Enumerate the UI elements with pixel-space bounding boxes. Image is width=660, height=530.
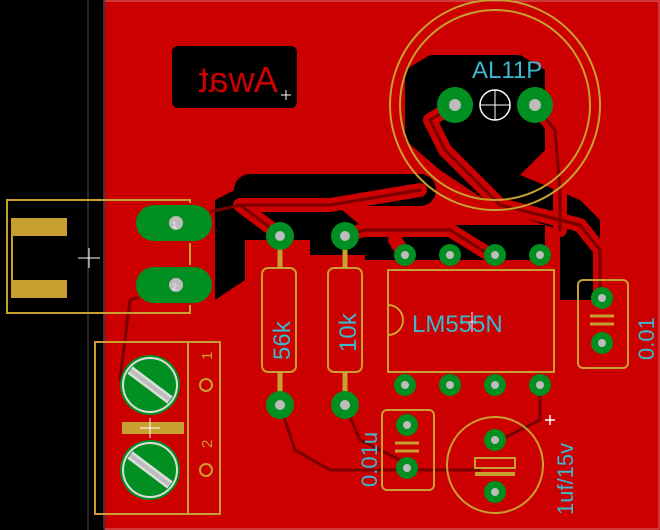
connector-pad-1[interactable]: 1 — [134, 203, 214, 243]
power-connector[interactable]: 1 2 — [6, 199, 214, 314]
crosshair-icon — [281, 90, 291, 100]
capacitor-value: 0.01 — [634, 317, 659, 360]
screw-icon[interactable] — [120, 355, 180, 415]
mirrored-board-text: Awat — [199, 59, 278, 100]
capacitor-0-01[interactable]: 0.01 — [577, 279, 659, 369]
capacitor-value: 0.01u — [357, 432, 382, 487]
crosshair-icon — [462, 312, 482, 332]
terminal-pin-label: 1 — [199, 352, 216, 360]
capacitor-0-01u[interactable]: 0.01u — [357, 409, 435, 491]
board-label-box: Awat — [172, 46, 297, 108]
connector-pin-label: 2 — [172, 282, 177, 292]
resistor-value: 56k — [269, 320, 296, 360]
terminal-pin-label: 2 — [199, 440, 216, 448]
connector-pad-2[interactable]: 2 — [134, 265, 214, 305]
capacitor-electrolytic[interactable]: 1uf/15v — [446, 415, 578, 515]
crosshair-icon — [78, 248, 100, 268]
resistor-10k[interactable]: 10k — [327, 222, 363, 419]
terminal-pin-marker — [199, 463, 213, 477]
capacitor-value: 1uf/15v — [553, 443, 578, 515]
ic-label: LM555N — [412, 311, 503, 338]
crosshair-icon — [140, 418, 160, 438]
resistor-value: 10k — [335, 312, 362, 352]
terminal-pin-marker — [199, 378, 213, 392]
clearance-area-left — [215, 185, 245, 300]
board-outline — [103, 0, 660, 530]
connector-pin-label: 1 — [172, 220, 177, 230]
crosshair-icon — [480, 90, 510, 120]
ic-lm555n[interactable]: LM555N — [387, 244, 555, 396]
terminal-block[interactable]: 1 2 — [94, 341, 221, 515]
resistor-56k[interactable]: 56k — [261, 222, 297, 419]
screw-icon[interactable] — [120, 440, 180, 500]
pot-label: AL11P — [472, 57, 542, 84]
potentiometer[interactable]: AL11P — [389, 0, 601, 211]
polarity-plus-icon — [545, 415, 555, 425]
